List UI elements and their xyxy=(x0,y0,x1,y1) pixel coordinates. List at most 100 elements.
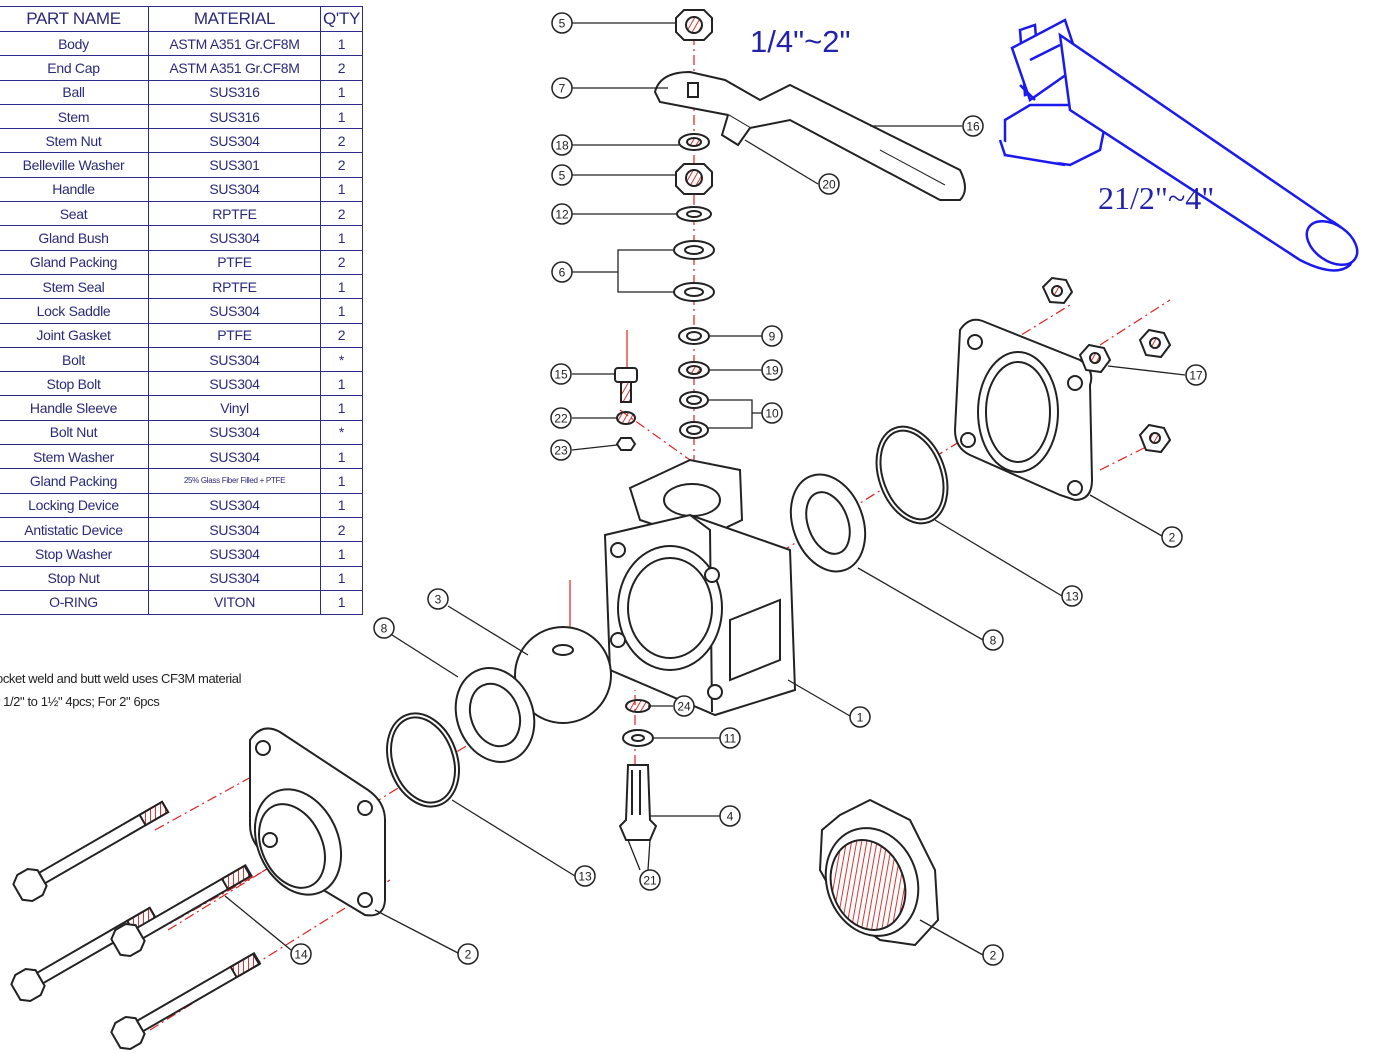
material-cell: SUS304 xyxy=(148,225,321,251)
part-name-cell: End Cap xyxy=(0,55,149,81)
callout-number: 4 xyxy=(727,810,734,824)
material-cell: SUS304 xyxy=(148,516,321,543)
part-name-cell: Bolt Nut xyxy=(0,419,149,446)
stem-lower xyxy=(618,699,658,841)
part-name-cell: Stem xyxy=(0,103,149,130)
callout-circle xyxy=(639,869,661,891)
material-cell: RPTFE xyxy=(148,201,321,227)
table-note-1: ocket weld and butt weld uses CF3M mater… xyxy=(0,671,242,686)
callout-circle xyxy=(373,617,395,639)
qty-cell: 2 xyxy=(320,516,363,543)
callout-circle xyxy=(551,77,573,99)
callout-circle xyxy=(290,943,312,965)
callout-number: 21 xyxy=(643,874,657,888)
callout-number: 10 xyxy=(765,407,779,421)
stop-bolt-group xyxy=(614,367,638,451)
part-name-cell: Belleville Washer xyxy=(0,152,149,178)
qty-cell: 1 xyxy=(320,395,363,421)
callout-circle xyxy=(551,134,573,156)
callout-number: 5 xyxy=(559,169,566,183)
material-cell: SUS301 xyxy=(148,152,321,178)
qty-cell: 1 xyxy=(320,103,363,130)
callout-number: 19 xyxy=(765,364,779,378)
qty-cell: 2 xyxy=(320,55,363,81)
callout-circle xyxy=(574,865,596,887)
callout-circle xyxy=(551,261,573,283)
callout-number: 15 xyxy=(554,368,568,382)
material-cell: PTFE xyxy=(148,322,321,348)
part-name-cell: O-RING xyxy=(0,589,149,616)
callout-number: 5 xyxy=(559,17,566,31)
material-cell: SUS316 xyxy=(148,79,321,105)
leader-lines xyxy=(224,22,1186,956)
callout-number: 18 xyxy=(555,139,569,153)
qty-cell: 1 xyxy=(320,492,363,518)
qty-cell: 2 xyxy=(320,322,363,348)
header-material: MATERIAL xyxy=(148,6,321,32)
material-cell: SUS304 xyxy=(148,541,321,567)
handle xyxy=(653,70,966,201)
callout-number: 13 xyxy=(578,870,592,884)
callout-number: 2 xyxy=(1169,531,1176,545)
callout-number: 3 xyxy=(435,593,442,607)
callout-circle xyxy=(457,943,479,965)
small-size-label: 1/4"~2" xyxy=(750,24,851,59)
part-name-cell: Body xyxy=(0,30,149,57)
callout-number: 24 xyxy=(677,700,691,714)
callout-circle xyxy=(849,706,871,728)
qty-cell: 1 xyxy=(320,298,363,324)
material-cell: SUS304 xyxy=(148,371,321,397)
material-cell: SUS304 xyxy=(148,444,321,470)
callout-circle xyxy=(719,805,741,827)
valve-body xyxy=(603,458,797,717)
threaded-end-cap xyxy=(818,798,940,947)
end-cap-left xyxy=(249,727,386,917)
stem-nut-top xyxy=(675,9,713,41)
callout-markers: 5718512616201522239191017213838124114211… xyxy=(290,12,1207,966)
qty-cell: 1 xyxy=(320,225,363,251)
part-name-cell: Stop Bolt xyxy=(0,371,149,397)
part-name-cell: Stop Washer xyxy=(0,541,149,567)
material-cell: SUS304 xyxy=(148,298,321,324)
header-qty: Q'TY xyxy=(320,6,363,32)
long-bolts xyxy=(10,800,262,1051)
header-part-name: PART NAME xyxy=(0,6,149,32)
qty-cell: 1 xyxy=(320,565,363,591)
part-name-cell: Ball xyxy=(0,79,149,105)
qty-cell: 2 xyxy=(320,201,363,227)
callout-circle xyxy=(551,164,573,186)
material-cell: SUS304 xyxy=(148,419,321,446)
material-cell: SUS316 xyxy=(148,103,321,130)
callout-number: 11 xyxy=(724,732,737,746)
callout-number: 13 xyxy=(1065,590,1079,604)
material-cell: ASTM A351 Gr.CF8M xyxy=(148,30,321,57)
ball xyxy=(514,626,612,724)
callout-number: 1 xyxy=(857,711,864,725)
callout-circle xyxy=(761,325,783,347)
material-cell: PTFE xyxy=(148,249,321,275)
bolt-nuts-right xyxy=(1041,276,1172,454)
callout-circle xyxy=(761,359,783,381)
callout-circle xyxy=(673,695,695,717)
material-cell: SUS304 xyxy=(148,346,321,373)
part-name-cell: Bolt xyxy=(0,346,149,373)
qty-cell: 1 xyxy=(320,30,363,57)
qty-cell: 2 xyxy=(320,128,363,154)
part-name-cell: Gland Packing xyxy=(0,249,149,275)
qty-cell: 1 xyxy=(320,444,363,470)
